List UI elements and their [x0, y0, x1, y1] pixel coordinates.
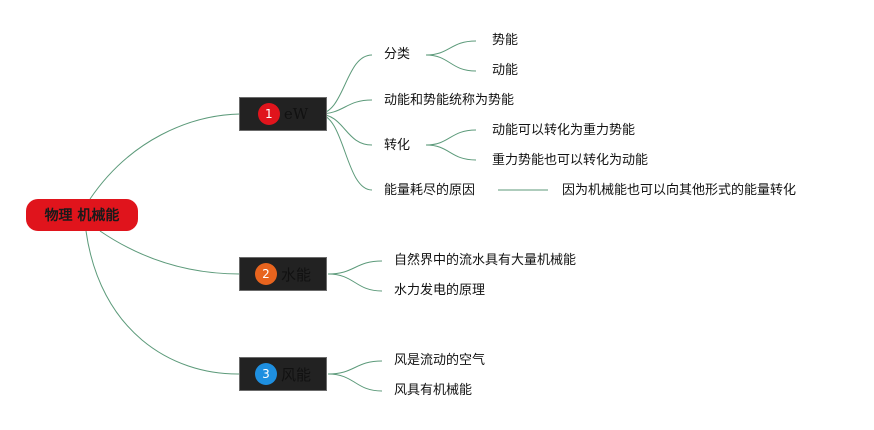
connector-b3-1 — [327, 360, 383, 375]
node-wind-2[interactable]: 风具有机械能 — [394, 383, 473, 398]
connector-b2-1 — [327, 260, 383, 275]
branch-node-1[interactable]: 1 eW — [239, 97, 327, 131]
connector-root-branch2 — [99, 230, 241, 275]
node-wind-1[interactable]: 风是流动的空气 — [394, 353, 486, 368]
node-water-2[interactable]: 水力发电的原理 — [394, 283, 486, 298]
node-potential-energy[interactable]: 势能 — [492, 33, 519, 48]
node-water-1[interactable]: 自然界中的流水具有大量机械能 — [394, 253, 577, 268]
branch-label-1: eW — [283, 105, 309, 123]
number-badge-2: 2 — [254, 263, 277, 285]
node-energy-loss-reason[interactable]: 因为机械能也可以向其他形式的能量转化 — [562, 183, 797, 198]
number-badge-3: 3 — [254, 363, 277, 385]
node-collective-name[interactable]: 动能和势能统称为势能 — [384, 93, 515, 108]
root-label: 物理 机械能 — [44, 208, 120, 224]
node-convert-1[interactable]: 动能可以转化为重力势能 — [492, 123, 636, 138]
number-badge-1: 1 — [257, 103, 280, 125]
connector-convert-1 — [425, 129, 477, 146]
connector-classify-1 — [425, 40, 477, 56]
branch-node-3[interactable]: 3 风能 — [239, 357, 327, 391]
node-energy-loss[interactable]: 能量耗尽的原因 — [384, 183, 476, 198]
connector-root-branch1 — [89, 113, 241, 200]
branch-node-2[interactable]: 2 水能 — [239, 257, 327, 291]
node-kinetic-energy[interactable]: 动能 — [492, 63, 519, 78]
connector-b2-2 — [327, 273, 383, 292]
node-classify[interactable]: 分类 — [384, 47, 411, 62]
node-convert[interactable]: 转化 — [384, 138, 411, 153]
node-convert-2[interactable]: 重力势能也可以转化为动能 — [492, 153, 649, 168]
root-node[interactable]: 物理 机械能 — [26, 199, 138, 231]
branch-label-3: 风能 — [280, 365, 311, 384]
connector-root-branch3 — [85, 230, 241, 375]
connector-convert-2 — [425, 144, 477, 161]
connector-classify-2 — [425, 54, 477, 72]
branch-label-2: 水能 — [280, 265, 311, 284]
connector-b3-2 — [327, 373, 383, 392]
